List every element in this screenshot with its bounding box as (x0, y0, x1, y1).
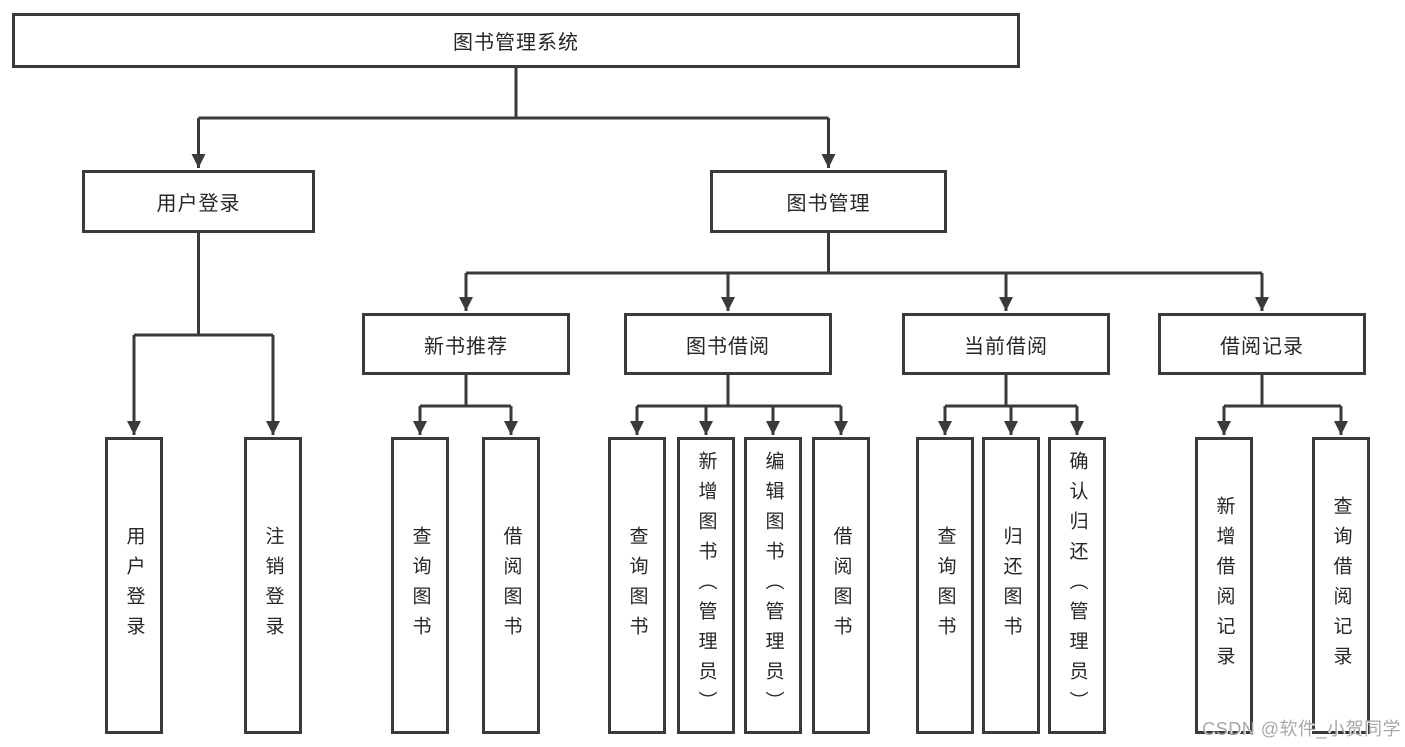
leaf-borrow-book-1: 借阅图书 (482, 437, 540, 734)
node-user-login-branch: 用户登录 (82, 170, 315, 233)
node-root: 图书管理系统 (12, 13, 1020, 68)
leaf-query-book-3: 查询图书 (916, 437, 974, 734)
leaf-add-book-admin: 新增图书（管理员） (677, 437, 735, 734)
leaf-return-book: 归还图书 (982, 437, 1040, 734)
leaf-label: 用户登录 (123, 525, 145, 646)
leaf-label: 新增借阅记录 (1213, 495, 1235, 676)
connector-newbook-rail (420, 375, 511, 408)
connector-bookmgmt-rail (466, 233, 1262, 275)
leaf-label: 查询图书 (934, 525, 956, 646)
leaf-label: 确认归还（管理员） (1066, 450, 1088, 721)
leaf-label: 查询图书 (626, 525, 648, 646)
connector-root-rail (198, 68, 829, 120)
leaf-edit-book-admin: 编辑图书（管理员） (744, 437, 802, 734)
node-book-borrow: 图书借阅 (624, 313, 832, 375)
leaf-add-borrow-record: 新增借阅记录 (1195, 437, 1253, 734)
leaf-label: 查询借阅记录 (1330, 495, 1352, 676)
leaf-confirm-return-admin: 确认归还（管理员） (1048, 437, 1106, 734)
connector-userlogin-rail (134, 233, 273, 337)
connector-records-rail (1224, 375, 1341, 408)
node-book-management-branch: 图书管理 (710, 170, 947, 233)
node-current-borrow: 当前借阅 (902, 313, 1110, 375)
connector-current-rail (945, 375, 1077, 408)
leaf-user-login: 用户登录 (105, 437, 163, 734)
node-borrow-records: 借阅记录 (1158, 313, 1366, 375)
leaf-label: 归还图书 (1000, 525, 1022, 646)
leaf-label: 注销登录 (262, 525, 284, 646)
leaf-label: 编辑图书（管理员） (762, 450, 784, 721)
leaf-query-book-2: 查询图书 (608, 437, 666, 734)
leaf-label: 查询图书 (409, 525, 431, 646)
leaf-label: 借阅图书 (830, 525, 852, 646)
leaf-label: 新增图书（管理员） (695, 450, 717, 721)
leaf-borrow-book-2: 借阅图书 (812, 437, 870, 734)
leaf-query-book-1: 查询图书 (391, 437, 449, 734)
connector-borrow-rail (637, 375, 841, 408)
leaf-logout: 注销登录 (244, 437, 302, 734)
leaf-query-borrow-record: 查询借阅记录 (1312, 437, 1370, 734)
leaf-label: 借阅图书 (500, 525, 522, 646)
node-new-book-recommend: 新书推荐 (362, 313, 570, 375)
